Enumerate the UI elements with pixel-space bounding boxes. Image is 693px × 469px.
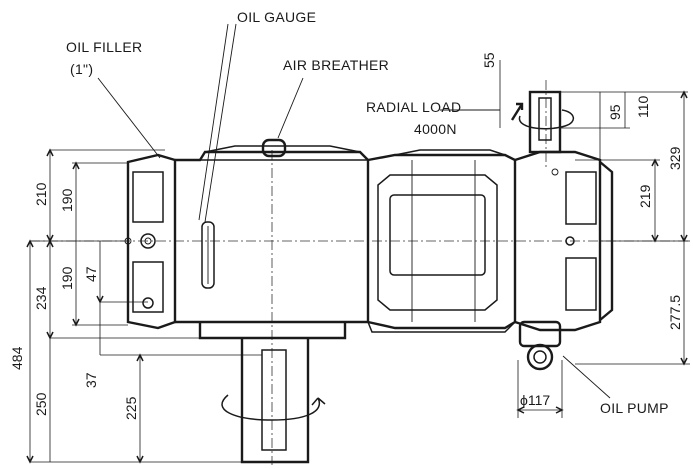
dim-225: 225 [123, 396, 139, 420]
dim-234: 234 [33, 286, 49, 310]
dim-484: 484 [9, 346, 25, 370]
dim-277-5: 277.5 [667, 295, 683, 330]
dim-37: 37 [83, 372, 99, 388]
radial-load-label: RADIAL LOAD [366, 99, 461, 115]
oil-gauge-label: OIL GAUGE [237, 9, 316, 25]
dim-219: 219 [637, 184, 653, 208]
radial-load-value: 4000N [414, 121, 457, 137]
leader-lines [97, 23, 611, 399]
dim-117: ϕ117 [520, 392, 550, 408]
input-shaft [198, 322, 347, 464]
gearbox-housing [124, 145, 614, 333]
dim-47: 47 [83, 266, 99, 282]
oil-pump-label: OIL PUMP [600, 400, 669, 416]
dimension-lines [29, 60, 690, 463]
dim-110: 110 [635, 95, 651, 118]
dimension-arrows [26, 90, 688, 464]
oil-filler-label: OIL FILLER [66, 39, 142, 55]
centerlines [30, 80, 690, 465]
dim-190-top: 190 [59, 188, 75, 212]
dim-329: 329 [667, 146, 683, 170]
dim-210: 210 [33, 182, 49, 206]
air-breather-label: AIR BREATHER [283, 57, 389, 73]
dim-55: 55 [481, 52, 497, 68]
output-shaft [510, 90, 574, 154]
dim-250: 250 [33, 392, 49, 416]
oil-gauge [201, 221, 215, 289]
dim-95: 95 [607, 104, 623, 120]
air-breather [261, 138, 287, 158]
oil-pump [518, 320, 562, 371]
oil-filler-size-label: (1") [70, 61, 93, 77]
dim-190-bottom: 190 [59, 266, 75, 290]
